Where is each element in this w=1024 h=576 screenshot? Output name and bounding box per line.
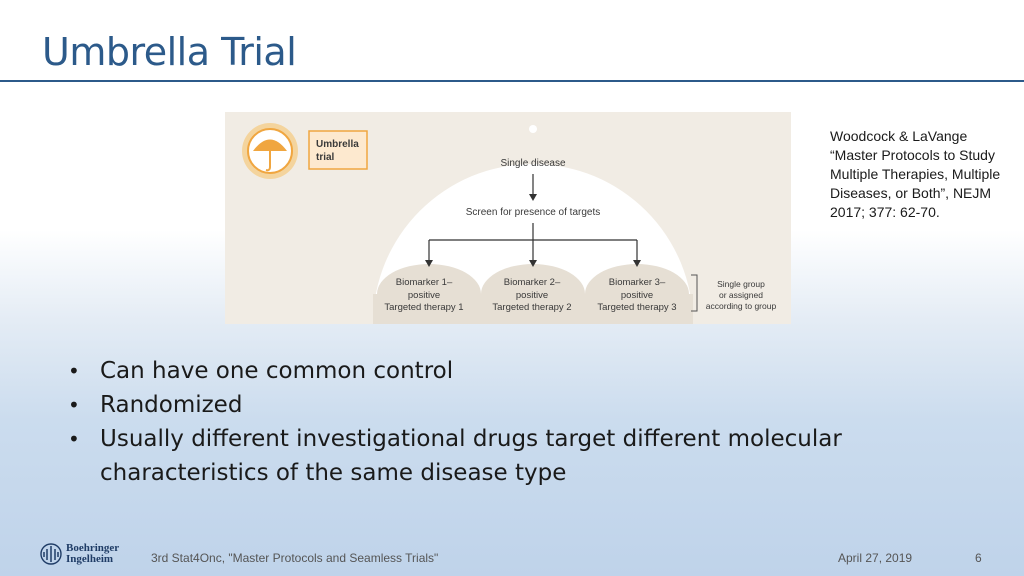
bullet-dot-icon: • xyxy=(68,393,80,417)
citation-reference: Woodcock & LaVange “Master Protocols to … xyxy=(830,128,1001,220)
logo-wordmark: Boehringer Ingelheim xyxy=(66,543,119,565)
footer-date: April 27, 2019 xyxy=(838,551,913,565)
umbrella-icon-handle xyxy=(265,151,271,172)
slide-title: Umbrella Trial xyxy=(42,30,297,74)
side-label-line2: or assigned xyxy=(719,290,763,300)
boehringer-logo-icon xyxy=(40,543,62,565)
company-logo: Boehringer Ingelheim xyxy=(40,543,119,565)
side-bracket xyxy=(691,274,698,312)
logo-line2: Ingelheim xyxy=(66,553,114,565)
arrowhead-1 xyxy=(529,194,537,201)
screen-label: Screen for presence of targets xyxy=(466,207,601,218)
title-divider xyxy=(0,80,1024,82)
badge-label-line2: trial xyxy=(316,152,335,163)
arrowhead-arm-2 xyxy=(529,260,537,267)
bullet-item: • Randomized xyxy=(68,388,888,422)
arrowhead-arm-1 xyxy=(425,260,433,267)
umbrella-diagram: Umbrella trial Single disease Screen for… xyxy=(242,123,777,324)
bullet-list: • Can have one common control • Randomized… xyxy=(68,354,888,490)
side-label-line3: according to group xyxy=(706,301,777,311)
page-number: 6 xyxy=(975,551,982,565)
arm-3-line2: positive xyxy=(621,290,653,301)
arm-1-line1: Biomarker 1– xyxy=(396,277,453,288)
umbrella-trial-badge xyxy=(308,130,368,170)
bullet-item: • Usually different investigational drugs… xyxy=(68,422,888,490)
arm-1-line3: Targeted therapy 1 xyxy=(384,302,463,313)
footer-event: 3rd Stat4Onc, "Master Protocols and Seam… xyxy=(151,551,439,565)
umbrella-icon-canopy xyxy=(253,139,287,151)
arm-1-line2: positive xyxy=(408,290,440,301)
arm-2-line1: Biomarker 2– xyxy=(504,277,561,288)
side-label-line1: Single group xyxy=(717,279,765,289)
bullet-item: • Can have one common control xyxy=(68,354,888,388)
bullet-text: Can have one common control xyxy=(100,358,454,384)
logo-line1: Boehringer xyxy=(66,542,120,554)
arm-bubble-base xyxy=(373,294,693,324)
arrowhead-arm-3 xyxy=(633,260,641,267)
arm-2-line2: positive xyxy=(516,290,548,301)
bullet-text: Usually different investigational drugs … xyxy=(100,426,842,486)
badge-label-line1: Umbrella xyxy=(316,139,359,150)
umbrella-tip xyxy=(529,125,537,133)
umbrella-trial-figure: Umbrella trial Single disease Screen for… xyxy=(225,112,791,324)
arm-2-line3: Targeted therapy 2 xyxy=(492,302,571,313)
bullet-text: Randomized xyxy=(100,392,243,418)
single-disease-label: Single disease xyxy=(500,158,565,169)
arm-3-line3: Targeted therapy 3 xyxy=(597,302,676,313)
bullet-dot-icon: • xyxy=(68,427,80,451)
bullet-dot-icon: • xyxy=(68,359,80,383)
arm-3-line1: Biomarker 3– xyxy=(609,277,666,288)
